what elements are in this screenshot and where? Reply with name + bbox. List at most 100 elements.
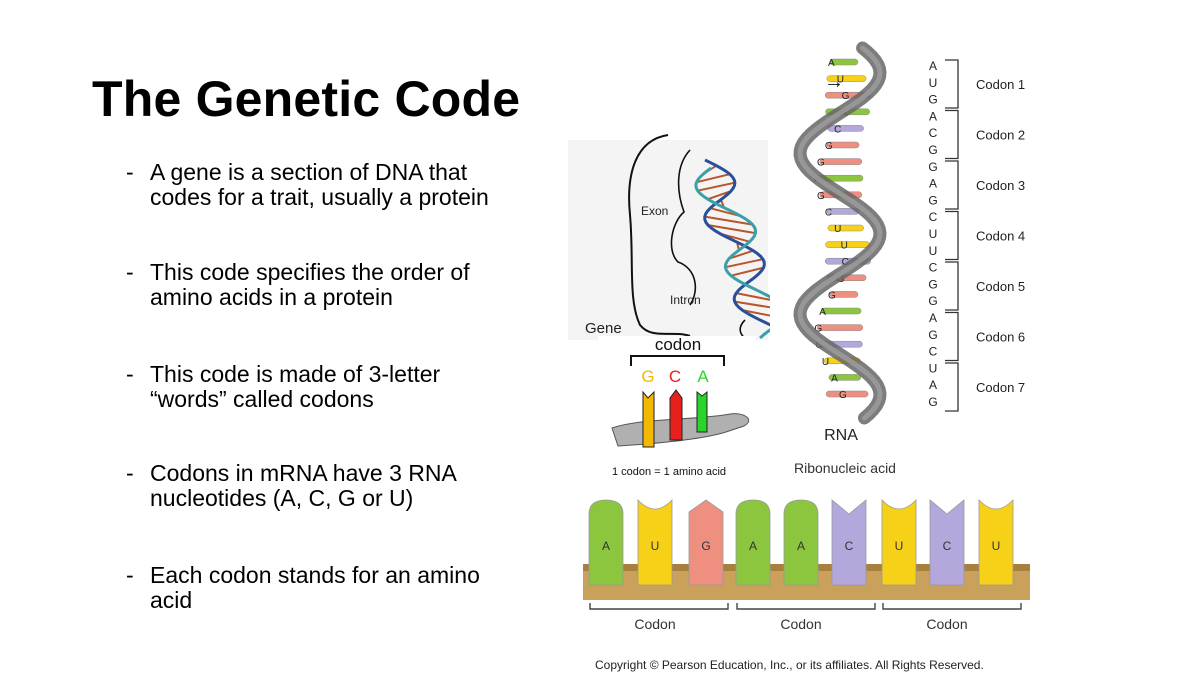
codon-bracket: [945, 362, 959, 412]
rna-nucleotide-label: U: [822, 357, 829, 368]
dna-base-pair: [704, 215, 753, 226]
rna-nucleotide-label: C: [825, 207, 832, 218]
codon-bracket: [945, 59, 959, 109]
bullet-dash: -: [126, 259, 134, 285]
rna-nucleotide-bar: [829, 291, 859, 298]
bullet-text: This code is made of 3-letter “words” ca…: [150, 361, 441, 412]
dna-base-pair: [725, 258, 764, 269]
codon-inset-heading: codon: [655, 335, 701, 354]
bullet-text: A gene is a section of DNA that codes fo…: [150, 159, 489, 210]
bullet-text: Each codon stands for an amino acid: [150, 562, 480, 613]
rna-nucleotide-bar: [821, 307, 862, 315]
dna-base-pair: [707, 190, 732, 201]
strip-base-label: C: [845, 539, 854, 553]
inset-base-a-shape: [696, 390, 708, 433]
inset-base-g-shape: [642, 390, 655, 448]
inset-base-g-label: G: [641, 367, 654, 386]
rna-nucleotide-bar: [817, 324, 864, 331]
exon-bracket-path: [670, 149, 697, 306]
exon-label: Exon: [641, 204, 668, 218]
sequence-letter: A: [929, 177, 937, 191]
rna-nucleotide-label: G: [828, 290, 836, 301]
strip-base-label: A: [602, 539, 610, 553]
codon-bracket: [945, 210, 959, 261]
arrow-icon: →: [824, 71, 844, 93]
rna-backbone-highlight: [797, 45, 883, 421]
rna-nucleotide-label: U: [837, 75, 844, 86]
strip-base-label: U: [895, 539, 904, 553]
gene-figure-background: [568, 140, 768, 340]
bullet-dash: -: [126, 361, 134, 387]
codon-label: Codon 1: [976, 77, 1025, 92]
rna-nucleotide-label: C: [834, 124, 841, 135]
sequence-letter: G: [928, 294, 937, 308]
bullet-dash: -: [126, 159, 134, 185]
gene-outline-path: [628, 134, 691, 337]
dna-base-pair: [707, 224, 756, 235]
dna-base-pair: [730, 266, 764, 277]
strip-base-shape: [783, 499, 819, 586]
codon-inset-bracket: [630, 355, 725, 366]
rna-nucleotide-label: A: [819, 307, 826, 318]
gene-figure: Exon Intron Gene: [568, 134, 787, 343]
sequence-letter: G: [928, 328, 937, 342]
dna-base-pair: [696, 173, 731, 184]
sequence-letter: U: [929, 361, 938, 375]
strip-base-label: C: [943, 539, 952, 553]
rna-nucleotide-bar: [826, 141, 860, 149]
codon-bracket: [945, 160, 959, 210]
bullet-text: Codons in mRNA have 3 RNA nucleotides (A…: [150, 460, 457, 511]
sequence-letter: A: [929, 311, 937, 325]
dna-base-pair: [728, 249, 754, 260]
inset-base-c-label: C: [669, 367, 681, 386]
sequence-letter: C: [929, 345, 938, 359]
codon-label: Codon 2: [976, 128, 1025, 143]
slide-title: The Genetic Code: [92, 71, 521, 127]
strip-base-shape: [688, 499, 724, 586]
codon-label: Codon 3: [976, 178, 1025, 193]
strip-codon-bracket-2: [736, 603, 876, 610]
rna-nucleotide-label: G: [839, 390, 847, 401]
strip-base-shape: [735, 499, 771, 586]
codon-bracket: [945, 261, 959, 311]
strip-base-label: U: [992, 539, 1001, 553]
intron-label: Intron: [670, 293, 701, 307]
strip-base-label: G: [701, 539, 710, 553]
codon-label: Codon 6: [976, 330, 1025, 345]
rna-nucleotide-label: U: [841, 241, 848, 252]
sequence-letter: A: [929, 59, 937, 73]
rna-nucleotide-bar: [825, 390, 869, 398]
strip-base-shape: [978, 498, 1014, 586]
sequence-letter: G: [928, 277, 937, 291]
strip-codon-bracket-1: [589, 603, 729, 610]
codon-inset-caption: 1 codon = 1 amino acid: [612, 466, 726, 478]
rna-nucleotide-label: G: [817, 191, 825, 202]
sequence-letter: A: [929, 109, 937, 123]
codon-label: Codon 7: [976, 380, 1025, 395]
strip-codon-label: Codon: [926, 616, 967, 632]
sequence-letter: G: [928, 143, 937, 157]
bullet-text: This code specifies the order of amino a…: [150, 259, 470, 310]
sequence-letter: G: [928, 160, 937, 174]
codon-label: Codon 5: [976, 279, 1025, 294]
rna-subtitle: Ribonucleic acid: [794, 460, 896, 476]
rna-nucleotide-label: G: [814, 324, 822, 335]
rna-nucleotide-bar: [826, 75, 867, 82]
rna-title: RNA: [824, 427, 858, 444]
rna-nucleotide-label: C: [842, 257, 849, 268]
copyright-text: Copyright © Pearson Education, Inc., or …: [595, 658, 984, 672]
inset-base-c-shape: [669, 389, 683, 441]
strip-codon-label: Codon: [634, 616, 675, 632]
strip-base-label: A: [797, 539, 805, 553]
inset-base-a-label: A: [697, 367, 709, 386]
codon-bracket: [945, 109, 959, 160]
dna-strand: [703, 158, 781, 332]
strip-codon-label: Codon: [780, 616, 821, 632]
rna-nucleotide-label: A: [828, 58, 835, 69]
